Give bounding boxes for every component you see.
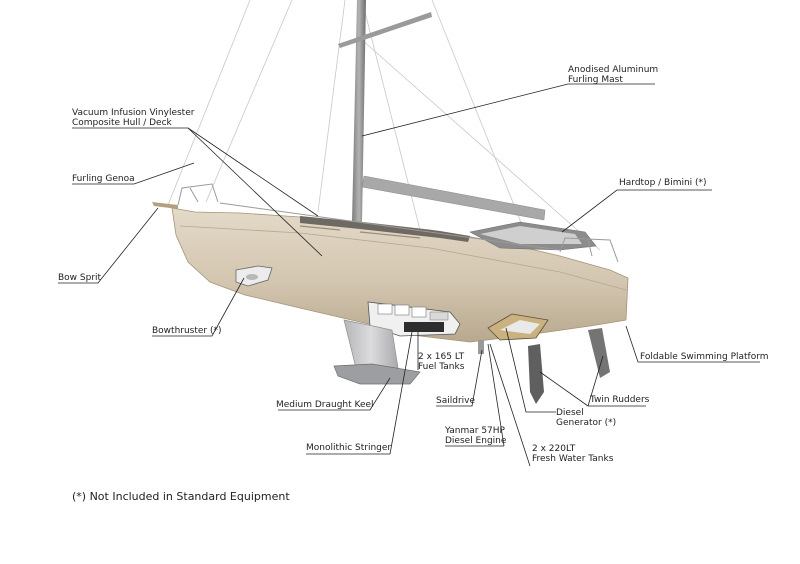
bow-sprit xyxy=(152,202,178,209)
callout-yanmar-engine-line2: Diesel Engine xyxy=(445,436,507,446)
hull xyxy=(171,207,629,343)
callout-anodised-mast: Anodised Aluminum Furling Mast xyxy=(568,65,658,85)
bowthruster-cutaway xyxy=(235,265,273,287)
twin-rudders xyxy=(528,328,610,404)
callout-hull-deck: Vacuum Infusion Vinylester Composite Hul… xyxy=(72,108,194,128)
deck xyxy=(300,216,597,251)
callout-hull-deck-line2: Composite Hull / Deck xyxy=(72,118,172,128)
footnote: (*) Not Included in Standard Equipment xyxy=(72,490,290,503)
callout-fresh-water-tanks-line1: 2 x 220LT xyxy=(532,444,576,454)
leader-lines xyxy=(58,83,760,467)
callout-bowthruster: Bowthruster (*) xyxy=(152,326,222,336)
callout-bow-sprit: Bow Sprit xyxy=(58,273,102,283)
saildrive-leg xyxy=(478,340,484,354)
rigging xyxy=(167,0,601,251)
callout-hull-deck-line1: Vacuum Infusion Vinylester xyxy=(72,108,195,118)
callout-fuel-tanks: 2 x 165 LT Fuel Tanks xyxy=(418,352,464,372)
callout-twin-rudders: Twin Rudders xyxy=(590,395,650,405)
boom xyxy=(361,175,546,221)
callout-fuel-tanks-line1: 2 x 165 LT xyxy=(418,352,465,362)
mast xyxy=(338,0,432,222)
callout-medium-keel: Medium Draught Keel xyxy=(276,400,374,410)
callout-hardtop: Hardtop / Bimini (*) xyxy=(619,178,707,188)
callout-furling-genoa: Furling Genoa xyxy=(72,174,135,184)
callout-yanmar-engine-line1: Yanmar 57HP xyxy=(445,426,505,436)
engine-cutaway xyxy=(487,313,549,341)
callout-anodised-mast-line2: Furling Mast xyxy=(568,75,623,85)
railings xyxy=(177,183,619,263)
callout-fuel-tanks-line2: Fuel Tanks xyxy=(418,362,465,372)
callout-diesel-generator-line2: Generator (*) xyxy=(556,418,617,428)
callout-diesel-generator: Diesel Generator (*) xyxy=(556,408,616,428)
callout-fresh-water-tanks: 2 x 220LT Fresh Water Tanks xyxy=(532,444,613,464)
callout-monolithic-stringer: Monolithic Stringer xyxy=(306,443,392,453)
callout-swimming-platform: Foldable Swimming Platform xyxy=(640,352,769,362)
callout-fresh-water-tanks-line2: Fresh Water Tanks xyxy=(532,454,614,464)
callout-saildrive: Saildrive xyxy=(436,396,476,406)
callout-anodised-mast-line1: Anodised Aluminum xyxy=(568,65,659,75)
callout-diesel-generator-line1: Diesel xyxy=(556,408,584,418)
keel xyxy=(333,319,421,385)
callout-yanmar-engine: Yanmar 57HP Diesel Engine xyxy=(445,426,506,446)
